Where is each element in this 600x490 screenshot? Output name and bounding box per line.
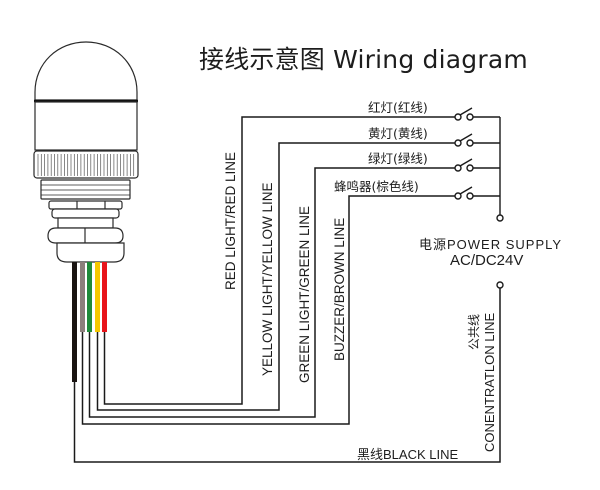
wire-stub-brown (80, 262, 85, 332)
signal-lamp (33, 41, 139, 263)
wire-stub-red (102, 262, 107, 332)
wire-label-buzzer: BUZZER/BROWN LINE (332, 217, 347, 361)
wire-brown (81, 195, 455, 425)
switch-red (454, 107, 500, 121)
switch-buzzer (454, 186, 500, 200)
power-supply-voltage: AC/DC24V (450, 252, 524, 269)
switch-bank (454, 107, 504, 289)
switch-label-red: 红灯(红线) (368, 100, 428, 115)
wire-yellow (96, 142, 455, 411)
wire-label-yellow: YELLOW LIGHT/YELLOW LINE (260, 182, 275, 376)
wire-label-red: RED LIGHT/RED LINE (223, 151, 238, 290)
lamp-thread (40, 179, 131, 200)
lamp-nut (48, 200, 123, 210)
lamp-body (34, 101, 138, 151)
wire-green (88, 167, 455, 418)
wire-stubs (72, 262, 107, 382)
diagram-title: 接线示意图 Wiring diagram (199, 45, 528, 74)
black-line-label: 黑线BLACK LINE (357, 447, 459, 462)
wire-red (103, 116, 455, 405)
supply-terminal-positive (496, 214, 504, 222)
switch-green (454, 158, 500, 172)
wire-stub-black (72, 262, 77, 382)
lamp-dome (34, 41, 138, 101)
lamp-knurled-ring (33, 150, 139, 179)
wire-stub-green (87, 262, 92, 332)
wire-stub-yellow (95, 262, 100, 332)
switch-label-buzzer: 蜂鸣器(棕色线) (334, 179, 419, 194)
switch-label-yellow: 黄灯(黄线) (368, 126, 428, 141)
wire-black (73, 288, 501, 463)
lamp-cable-boot (56, 242, 125, 263)
common-line-label-cn: 公共线 (467, 313, 481, 350)
common-line-label-en: CONENTRATLON LINE (482, 312, 497, 452)
supply-terminal-common (496, 281, 504, 289)
power-supply-label: 电源POWER SUPPLY (419, 237, 563, 252)
wire-label-green: GREEN LIGHT/GREEN LINE (297, 205, 312, 383)
switch-label-green: 绿灯(绿线) (368, 151, 428, 166)
switch-yellow (454, 133, 500, 147)
